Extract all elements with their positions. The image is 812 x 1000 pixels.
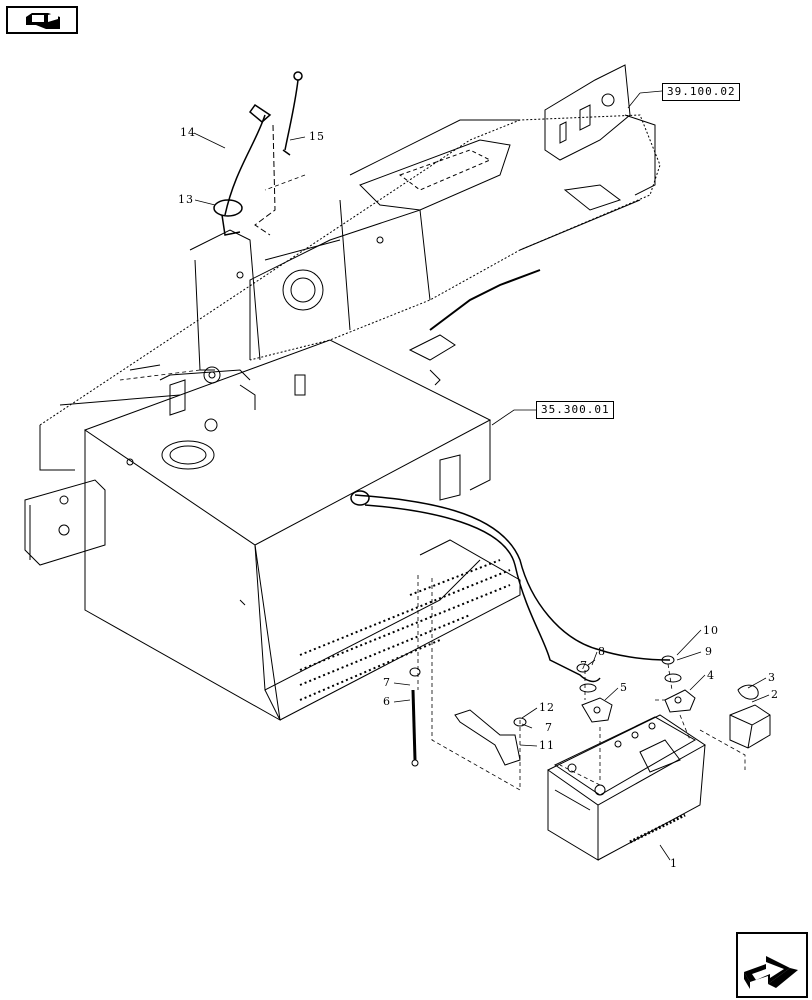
part-label-7-c: 7 (545, 721, 553, 734)
part-label-10: 10 (703, 624, 719, 637)
part-label-2: 2 (771, 688, 779, 701)
part-label-14: 14 (180, 126, 196, 139)
tray-hole-rows (299, 559, 511, 701)
part-label-3: 3 (768, 671, 776, 684)
part-label-6: 6 (383, 695, 391, 708)
battery-terminals (409, 655, 696, 727)
arrow-forward-icon (744, 956, 798, 989)
part-label-8: 8 (598, 645, 606, 658)
previous-page-button[interactable] (6, 6, 78, 34)
part-label-4: 4 (707, 669, 715, 682)
part-label-7-b: 7 (383, 676, 391, 689)
callout-leaders (193, 90, 770, 861)
hold-down (411, 689, 521, 767)
terminal-cover (729, 684, 771, 749)
reference-link-35-300-01[interactable]: 35.300.01 (536, 401, 614, 419)
battery (547, 714, 706, 861)
main-frame (39, 64, 661, 471)
part-label-13: 13 (178, 193, 194, 206)
next-page-button[interactable] (736, 932, 808, 998)
part-label-11: 11 (539, 739, 555, 752)
reference-link-39-100-02[interactable]: 39.100.02 (662, 83, 740, 101)
part-label-1: 1 (670, 857, 678, 870)
battery-tray-box (24, 339, 521, 721)
battery-cables (350, 490, 671, 683)
arrow-back-icon (26, 12, 60, 29)
part-label-7-a: 7 (580, 659, 588, 672)
part-label-15: 15 (309, 130, 325, 143)
part-label-12: 12 (539, 701, 555, 714)
cable-14-15 (213, 71, 303, 236)
assembly-leaders (119, 174, 746, 791)
part-label-5: 5 (620, 681, 628, 694)
part-labels: 14 15 13 10 9 4 8 7 5 3 2 7 6 12 7 11 1 (178, 126, 779, 870)
part-label-9: 9 (705, 645, 713, 658)
